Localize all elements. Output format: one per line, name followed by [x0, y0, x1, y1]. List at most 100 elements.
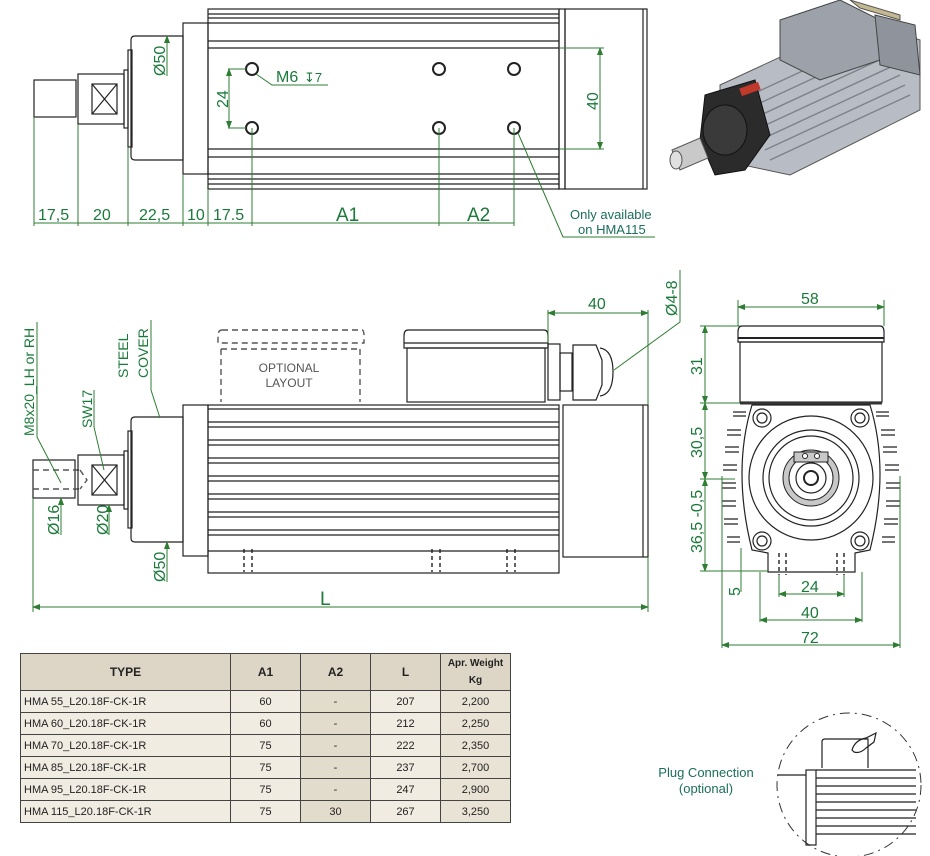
dim-17-5: 17,5	[38, 207, 69, 224]
table-row: HMA 70_L20.18F-CK-1R 75 - 222 2,350	[20, 734, 511, 757]
plug-label-1: Plug Connection	[658, 765, 753, 780]
plug-housing	[821, 738, 869, 768]
cell-a1: 60	[230, 690, 301, 713]
front-view: 58 31 30,5 36,5 -0,5 5 24 40 72	[689, 291, 901, 648]
dim-a2: A2	[467, 205, 490, 226]
cover-label-1: STEEL	[115, 333, 131, 378]
plug-label-2: (optional)	[679, 781, 733, 796]
note-hma115: on HMA115	[578, 222, 646, 237]
table-header-row: TYPE A1 A2 L Apr. Weight Kg	[20, 653, 511, 691]
dim-cable-diameter: Ø4-8	[664, 280, 681, 316]
motor-body	[207, 8, 560, 190]
dim-24-slots: 24	[801, 579, 819, 596]
cell-weight: 2,900	[440, 778, 511, 801]
cell-l: 212	[370, 712, 441, 735]
header-a2: A2	[300, 653, 371, 691]
cell-l: 222	[370, 734, 441, 757]
shaft-tip	[33, 79, 77, 118]
cell-a2: -	[300, 690, 371, 713]
dim-l: L	[320, 589, 331, 610]
rear-cap	[562, 404, 649, 558]
shaft-bore	[803, 470, 819, 486]
optional-box	[220, 348, 361, 402]
front-housing	[741, 404, 881, 573]
dim-31: 31	[689, 357, 706, 375]
table-row: HMA 115_L20.18F-CK-1R 75 30 267 3,250	[20, 800, 511, 823]
cell-type: HMA 55_L20.18F-CK-1R	[20, 690, 231, 713]
isometric-render	[669, 0, 921, 176]
front-flange	[182, 22, 209, 175]
table-row: HMA 85_L20.18F-CK-1R 75 - 237 2,700	[20, 756, 511, 779]
cell-weight: 2,250	[440, 712, 511, 735]
front-flange	[182, 404, 209, 557]
cell-weight: 2,700	[440, 756, 511, 779]
cell-l: 207	[370, 690, 441, 713]
header-l: L	[370, 653, 441, 691]
wrench-label: SW17	[79, 390, 95, 428]
header-weight-label: Apr. Weight	[447, 658, 504, 669]
optional-label: OPTIONAL	[259, 361, 320, 375]
wrench-flat-icon	[91, 464, 118, 496]
dim-58: 58	[801, 291, 819, 308]
cell-a2: 30	[300, 800, 371, 823]
wrench-flat-icon	[91, 83, 118, 115]
cell-a2: -	[300, 778, 371, 801]
dim-72: 72	[801, 630, 819, 647]
motor-body	[207, 404, 560, 574]
dim-36-5: 36,5 -0,5	[689, 490, 706, 553]
cell-a1: 75	[230, 778, 301, 801]
cell-type: HMA 95_L20.18F-CK-1R	[20, 778, 231, 801]
cell-weight: 3,250	[440, 800, 511, 823]
terminal-box-lid	[737, 325, 885, 343]
top-view: 17,5 20 22,5 10 17.5 A1 A2 Ø50 24 M6 ↧7 …	[33, 8, 655, 238]
dim-10: 10	[187, 207, 205, 224]
table-row: HMA 95_L20.18F-CK-1R 75 - 247 2,900	[20, 778, 511, 801]
dim-20: 20	[93, 207, 111, 224]
cell-a1: 75	[230, 734, 301, 757]
dim-40-gland: 40	[588, 296, 606, 313]
cable-gland	[547, 343, 561, 401]
terminal-box	[406, 347, 546, 403]
terminal-box-lid	[403, 329, 549, 349]
header-weight-unit: Kg	[468, 675, 483, 686]
header-weight: Apr. Weight Kg	[440, 653, 511, 691]
cell-weight: 2,200	[440, 690, 511, 713]
dim-diameter-50: Ø50	[152, 46, 169, 76]
cell-a2: -	[300, 756, 371, 779]
cell-l: 247	[370, 778, 441, 801]
terminal-box	[739, 341, 883, 403]
cell-a2: -	[300, 712, 371, 735]
dim-40-foot: 40	[801, 605, 819, 622]
dim-diameter-50-side: Ø50	[152, 552, 169, 582]
dim-24: 24	[215, 90, 232, 108]
side-view: OPTIONAL LAYOUT 40 Ø4-8 L M8x20_LH or RH…	[21, 270, 681, 612]
mount-hole	[432, 62, 446, 76]
mount-hole	[245, 62, 259, 76]
cell-weight: 2,350	[440, 734, 511, 757]
cell-l: 267	[370, 800, 441, 823]
cell-type: HMA 70_L20.18F-CK-1R	[20, 734, 231, 757]
detail-circle	[776, 712, 922, 856]
steel-cover	[130, 35, 184, 161]
dim-30-5: 30,5	[689, 427, 706, 458]
plug-detail: Plug Connection (optional)	[658, 712, 922, 856]
cell-type: HMA 85_L20.18F-CK-1R	[20, 756, 231, 779]
cell-a2: -	[300, 734, 371, 757]
mount-hole	[507, 62, 521, 76]
dim-a1: A1	[336, 205, 359, 226]
plug-latch-icon	[851, 731, 877, 754]
table-row: HMA 60_L20.18F-CK-1R 60 - 212 2,250	[20, 712, 511, 735]
table-row: HMA 55_L20.18F-CK-1R 60 - 207 2,200	[20, 690, 511, 713]
cell-l: 237	[370, 756, 441, 779]
thread-m6: M6	[276, 69, 298, 86]
dim-22-5: 22,5	[139, 207, 170, 224]
dim-diameter-20: Ø20	[95, 505, 112, 535]
cell-a1: 60	[230, 712, 301, 735]
dim-diameter-16: Ø16	[46, 505, 63, 535]
header-a1: A1	[230, 653, 301, 691]
depth-7: ↧7	[304, 70, 322, 85]
note-only-available: Only available	[570, 207, 652, 222]
cover-label-2: COVER	[135, 328, 151, 378]
cell-a1: 75	[230, 800, 301, 823]
